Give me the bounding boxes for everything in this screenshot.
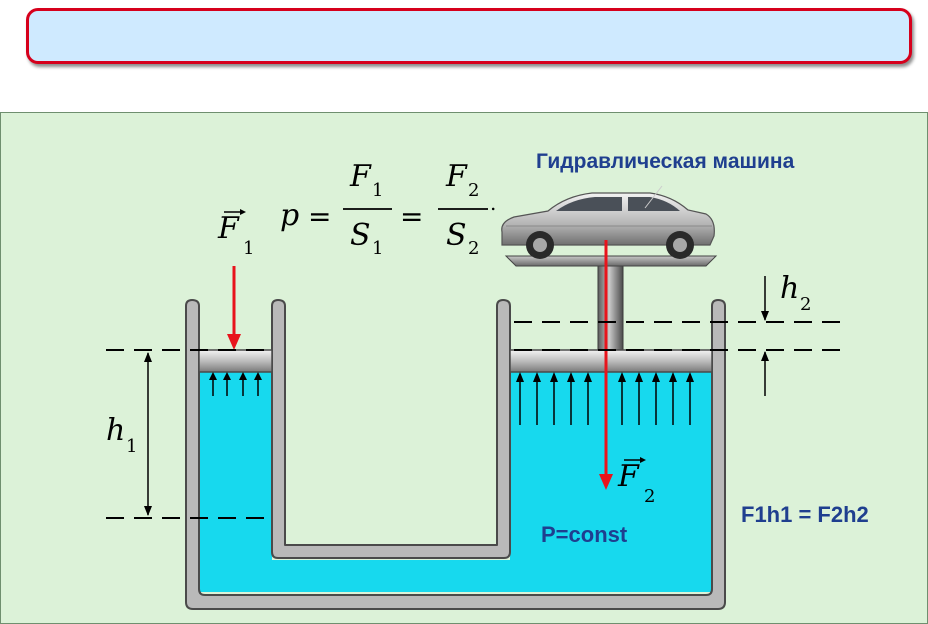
formula-f1-sub: 1 [372, 180, 383, 201]
dimension-h2 [761, 276, 769, 396]
svg-text:F: F [617, 459, 640, 494]
pressure-arrows-right [516, 372, 694, 425]
work-equation: F1h1 = F2h2 [741, 502, 869, 527]
svg-text:h: h [780, 271, 799, 306]
title-banner [26, 8, 912, 64]
formula-f2: F [445, 159, 468, 194]
formula-f1: F [349, 159, 372, 194]
pressure-formula: p = F 1 S 1 = F 2 S 2 . [280, 159, 496, 259]
car-icon [501, 185, 718, 267]
label-h2: h 2 [780, 271, 811, 315]
vessel-walls [185, 299, 726, 610]
force-arrow-f1 [227, 266, 241, 350]
dimension-h1 [144, 352, 152, 516]
pressure-arrows-left [209, 372, 262, 396]
formula-dot: . [490, 191, 496, 215]
formula-eq-2: = [400, 200, 423, 233]
formula-s1-sub: 1 [372, 238, 383, 259]
diagram-panel [0, 112, 928, 624]
label-f2: F 2 [617, 457, 655, 507]
formula-eq-1: = [308, 200, 331, 233]
svg-text:1: 1 [126, 436, 137, 457]
force-arrow-f2 [599, 240, 613, 490]
formula-s2-sub: 2 [468, 238, 479, 259]
svg-text:F: F [217, 211, 240, 246]
label-f1: F 1 [217, 209, 254, 259]
formula-p: p [280, 198, 299, 233]
svg-text:2: 2 [644, 486, 655, 507]
hydraulic-fluid [199, 372, 712, 592]
diagram-title: Гидравлическая машина [536, 150, 795, 173]
svg-text:1: 1 [243, 238, 254, 259]
label-h1: h 1 [106, 413, 137, 457]
pressure-const-label: P=const [541, 522, 628, 547]
piston-rod [597, 261, 624, 351]
small-piston [198, 349, 273, 373]
large-piston [509, 349, 713, 373]
svg-text:h: h [106, 413, 125, 448]
formula-f2-sub: 2 [468, 180, 479, 201]
formula-s1: S [350, 218, 371, 253]
svg-text:2: 2 [800, 294, 811, 315]
formula-s2: S [446, 218, 467, 253]
